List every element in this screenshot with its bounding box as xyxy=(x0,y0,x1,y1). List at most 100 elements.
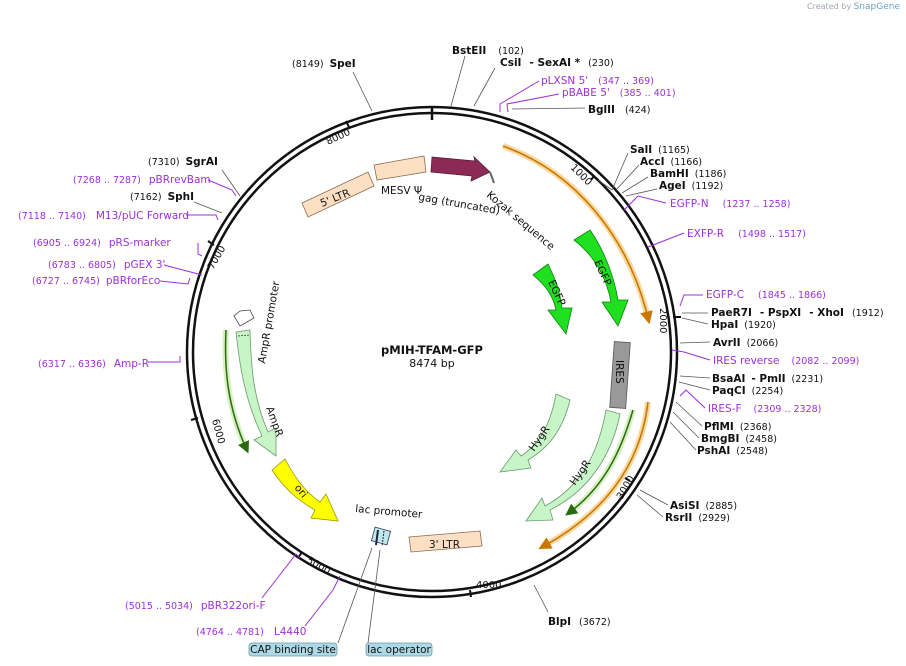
enzyme-acci[interactable]: AccI(1166) xyxy=(640,156,702,168)
feature-3ltr-label: 3' LTR xyxy=(429,539,460,551)
leader-csii xyxy=(473,67,496,107)
enzyme-pflmi[interactable]: PflMI(2368) xyxy=(704,421,771,433)
enzyme-blpi[interactable]: BlpI(3672) xyxy=(548,616,611,628)
feature-egfp-inner[interactable]: EGFP xyxy=(532,263,573,335)
primer-ires-f[interactable]: IRES-F(2309 .. 2328) xyxy=(708,403,821,415)
cap-binding-site-box[interactable]: CAP binding site xyxy=(248,642,338,657)
feature-egfp-inner-label: EGFP xyxy=(545,278,567,308)
enzyme-bsteii[interactable]: BstEII(102) xyxy=(452,45,524,57)
pleader-egfp-n xyxy=(623,195,667,211)
feature-gag[interactable]: gag (truncated) xyxy=(417,155,501,217)
cap-binding-site-label: CAP binding site xyxy=(250,644,336,656)
leader-sali xyxy=(597,152,629,191)
leader-sgrai xyxy=(221,169,241,197)
pleader-pbr322ori-f xyxy=(261,553,301,599)
primer-pbr322ori-f[interactable]: (5015 .. 5034)pBR322ori-F xyxy=(125,600,266,612)
feature-5ltr[interactable]: 5' LTR xyxy=(301,171,375,218)
enzyme-sali[interactable]: SalI(1165) xyxy=(630,144,690,156)
primer-exfp-r[interactable]: EXFP-R(1498 .. 1517) xyxy=(687,228,806,240)
primer-plxsn5[interactable]: pLXSN 5'(347 .. 369) xyxy=(541,75,654,87)
primer-prs-marker[interactable]: (6905 .. 6924)pRS-marker xyxy=(33,237,171,249)
enzyme-agei[interactable]: AgeI(1192) xyxy=(659,180,723,192)
pleader-pbrrevbam xyxy=(207,179,237,197)
pleader-exfp-r xyxy=(647,232,685,248)
pleader-pbabe xyxy=(506,93,560,113)
enzyme-spei[interactable]: (8149)SpeI xyxy=(292,58,356,70)
leader-spei xyxy=(352,71,373,112)
lac-operator-box[interactable]: lac operator xyxy=(365,642,433,657)
tick-marks xyxy=(190,120,681,598)
enzyme-hpai[interactable]: HpaI(1920) xyxy=(711,319,776,331)
leader-agei xyxy=(625,188,658,197)
leader-bglii xyxy=(511,107,586,110)
feature-ires[interactable]: IRES xyxy=(609,341,631,409)
plasmid-name: pMIH-TFAM-GFP xyxy=(381,343,483,357)
feature-lac-operator-glyph[interactable] xyxy=(370,526,392,547)
primer-egfp-c[interactable]: EGFP-C(1845 .. 1866) xyxy=(706,289,826,301)
pleader-pbrforeco xyxy=(159,277,191,285)
primer-l4440[interactable]: (4764 .. 4781)L4440 xyxy=(196,626,306,638)
primer-ires-reverse[interactable]: IRES reverse(2082 .. 2099) xyxy=(713,355,859,367)
feature-hygr-inner[interactable]: HygR xyxy=(499,393,571,473)
feature-mesv-label: MESV Ψ xyxy=(381,185,422,197)
enzyme-asisi[interactable]: AsiSI(2885) xyxy=(670,500,737,512)
primer-pbabe5[interactable]: pBABE 5'(385 .. 401) xyxy=(562,87,676,99)
leader-pflmi xyxy=(675,401,703,427)
plasmid-length: 8474 bp xyxy=(409,357,454,370)
enzyme-avrii[interactable]: AvrII(2066) xyxy=(713,337,778,349)
pleader-egfp-c xyxy=(679,294,703,307)
leader-lac-operator xyxy=(367,549,381,644)
feature-mesv-psi[interactable]: MESV Ψ xyxy=(373,155,427,197)
leader-bamhi xyxy=(621,176,649,194)
enzyme-rsrii[interactable]: RsrII(2929) xyxy=(665,512,730,524)
leader-acci xyxy=(615,164,640,191)
enzyme-bsaai-pmli[interactable]: BsaAI- PmlI(2231) xyxy=(712,373,823,385)
primer-pbrrevbam[interactable]: (7268 .. 7287)pBRrevBam xyxy=(73,174,211,186)
kozak-marker xyxy=(489,171,495,184)
snapgene-watermark: Created by SnapGene xyxy=(807,2,900,12)
leader-bmgbi xyxy=(672,411,700,439)
leader-bsteii xyxy=(450,55,466,107)
leader-paqci xyxy=(678,381,711,391)
leader-hpai xyxy=(681,317,709,325)
primer-egfp-n[interactable]: EGFP-N(1237 .. 1258) xyxy=(670,198,790,210)
primer-pbrforeco[interactable]: (6727 .. 6745)pBRforEco xyxy=(32,275,160,287)
enzyme-paqci[interactable]: PaqCI(2254) xyxy=(712,385,783,397)
feature-lac-promoter-label: lac promoter xyxy=(355,503,424,521)
feature-hygr-green-line-stroke xyxy=(565,409,634,516)
enzyme-sphi[interactable]: (7162)SphI xyxy=(130,191,194,203)
feature-ampr-outer-line xyxy=(224,329,250,454)
leader-pshai xyxy=(669,421,697,451)
enzyme-paer7i-pspxi-xhoi[interactable]: PaeR7I- PspXI- XhoI(1912) xyxy=(711,307,884,319)
pleader-pgex3 xyxy=(163,264,203,276)
feature-kozak-label: Kozak sequence xyxy=(484,189,557,253)
enzyme-pshai[interactable]: PshAI(2548) xyxy=(697,445,768,457)
enzyme-bmgbi[interactable]: BmgBI(2458) xyxy=(701,433,777,445)
lac-operator-label: lac operator xyxy=(367,644,431,656)
pleader-amp-r xyxy=(148,356,181,363)
tick-label-4000: 4000 xyxy=(476,580,501,591)
leader-rsrii xyxy=(636,494,664,518)
enzyme-bglii[interactable]: BglII(424) xyxy=(588,104,650,116)
enzyme-bamhi[interactable]: BamHI(1186) xyxy=(650,168,726,180)
feature-ires-label: IRES xyxy=(613,360,625,384)
leader-bsaai xyxy=(679,375,711,379)
feature-ampr-promoter-label: AmpR promoter xyxy=(256,280,282,365)
primer-m13-puc-forward[interactable]: (7118 .. 7140)M13/pUC Forward xyxy=(18,210,189,222)
enzyme-sgrai[interactable]: (7310)SgrAI xyxy=(148,156,218,168)
feature-3ltr[interactable]: 3' LTR xyxy=(408,530,483,553)
feature-ori[interactable]: ori xyxy=(271,458,339,522)
enzyme-csii-sexai[interactable]: CsiI- SexAI *(230) xyxy=(500,57,614,69)
pleader-m13puc xyxy=(186,214,219,221)
primer-pgex3[interactable]: (6783 .. 6805)pGEX 3' xyxy=(48,259,165,271)
tick-label-5000: 5000 xyxy=(305,555,333,577)
pleader-ires-f xyxy=(679,389,706,409)
tick-label-6000: 6000 xyxy=(209,418,226,445)
primer-amp-r[interactable]: (6317 .. 6336)Amp-R xyxy=(38,358,149,370)
pleader-l4440 xyxy=(304,575,341,627)
snapgene-logo: SnapGene xyxy=(853,2,900,12)
leader-blpi xyxy=(533,584,549,613)
feature-orange-cds-2-line xyxy=(538,401,649,550)
leader-sphi xyxy=(193,201,223,214)
